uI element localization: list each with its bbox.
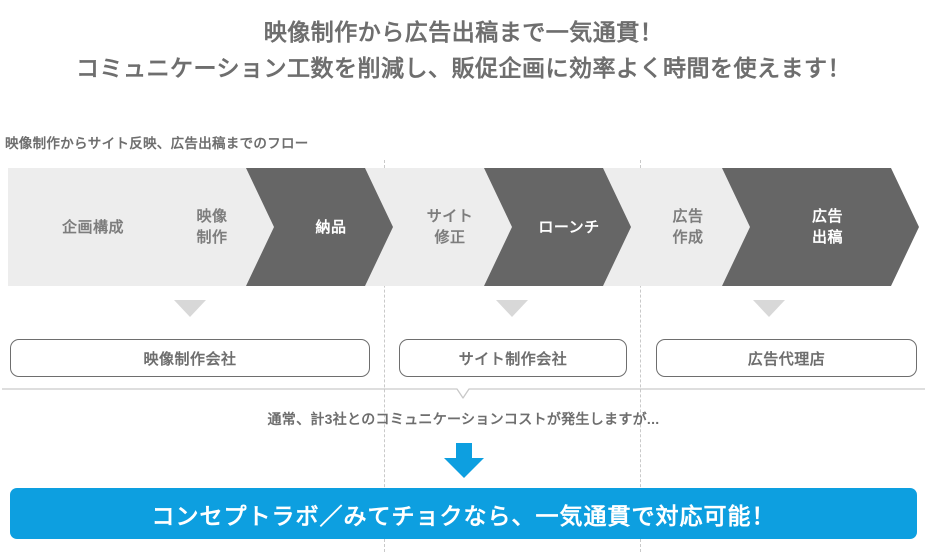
down-triangle-icon-1 <box>174 300 206 317</box>
company-box-ad-agency: 広告代理店 <box>656 339 917 377</box>
flow-step-4-label: サイト 修正 <box>426 208 474 246</box>
headline-line-2: コミュニケーション工数を削減し、販促企画に効率よく時間を使えます！ <box>75 55 852 81</box>
flow-caption: 通常、計3社とのコミュニケーションコストが発生しますが... <box>267 411 660 427</box>
bracket-svg <box>2 388 925 399</box>
section-label: 映像制作からサイト反映、広告出稿までのフロー <box>5 136 309 151</box>
vertical-divider-2 <box>640 160 641 552</box>
company-box-video-production: 映像制作会社 <box>10 339 370 377</box>
vertical-divider-1 <box>384 160 385 552</box>
company-box-site-production: サイト制作会社 <box>399 339 627 377</box>
page-headline: 映像制作から広告出稿まで一気通貫！ コミュニケーション工数を削減し、販促企画に効… <box>0 14 927 86</box>
bracket-connector <box>0 386 927 402</box>
flow-step-1-label: 企画構成 <box>61 218 124 236</box>
flow-step-7: 広告 出稿 <box>722 168 919 286</box>
flow-step-7-label: 広告 出稿 <box>811 208 843 246</box>
cta-banner-label: コンセプトラボ／みてチョクなら、一気通貫で対応可能！ <box>151 502 776 529</box>
down-arrow-icon <box>443 443 485 479</box>
down-arrow-svg <box>444 443 484 478</box>
flow-step-5-label: ローンチ <box>538 218 600 236</box>
flow-step-3-label: 納品 <box>315 218 347 236</box>
process-flow: 企画構成 映像 制作 納品 サイト 修正 ローンチ 広告 作成 広告 出稿 <box>8 168 919 286</box>
company-box-video-production-label: 映像制作会社 <box>143 350 237 368</box>
flow-step-2-label: 映像 制作 <box>196 208 228 246</box>
flow-step-6-label: 広告 作成 <box>672 208 704 246</box>
company-box-ad-agency-label: 広告代理店 <box>747 350 826 368</box>
down-triangle-icon-2 <box>496 300 528 317</box>
cta-banner[interactable]: コンセプトラボ／みてチョクなら、一気通貫で対応可能！ <box>10 488 917 539</box>
headline-line-1: 映像制作から広告出稿まで一気通貫！ <box>263 19 664 45</box>
company-box-site-production-label: サイト制作会社 <box>458 350 568 368</box>
down-triangle-icon-3 <box>753 300 785 317</box>
